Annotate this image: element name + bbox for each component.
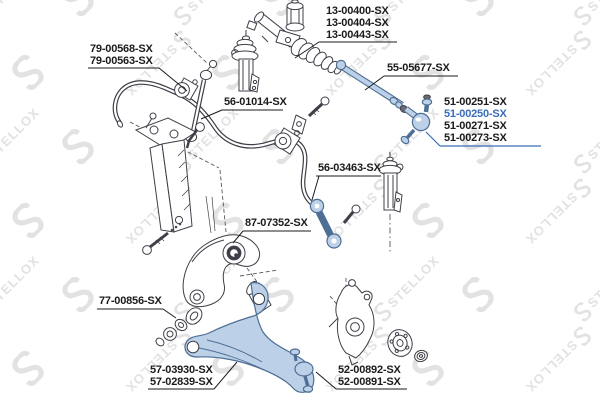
wheel-hub-drawing	[387, 329, 413, 357]
watermark: STELLOX	[322, 29, 393, 100]
label-group-stab-link-left: 56-01014-SX	[224, 96, 287, 108]
watermark: STELLOX	[172, 0, 243, 27]
hub-cap-drawing	[414, 349, 428, 363]
subframe-bolt-drawing	[142, 222, 182, 255]
watermark	[408, 52, 448, 92]
part-number-label[interactable]: 13-00400-SX	[326, 5, 389, 17]
clamp-bolt-drawing	[291, 96, 330, 135]
watermark	[8, 348, 48, 388]
part-number-label[interactable]: 13-00443-SX	[326, 29, 389, 41]
subframe-bracket-drawing	[134, 112, 205, 233]
part-number-label[interactable]: 57-02839-SX	[150, 376, 213, 388]
label-group-control-arm: 57-03930-SX 57-02839-SX	[150, 364, 213, 388]
watermark	[408, 200, 448, 240]
strut-right-drawing	[378, 152, 404, 213]
watermark	[208, 200, 248, 240]
watermark	[258, 274, 298, 314]
label-group-tie-rod-end: 51-00251-SX 51-00250-SX 51-00271-SX 51-0…	[444, 96, 507, 144]
knuckle-drawing	[328, 279, 375, 366]
part-number-label-highlighted[interactable]: 51-00250-SX	[444, 108, 507, 120]
part-number-label[interactable]: 51-00251-SX	[444, 96, 507, 108]
watermark: STELLOX	[572, 251, 600, 322]
arm-bushing-parts-drawing	[155, 307, 203, 347]
sway-bar-bushing-right-drawing	[273, 127, 301, 155]
watermark	[8, 52, 48, 92]
label-group-inner-tie-rod: 55-05677-SX	[387, 62, 450, 74]
watermark	[58, 0, 98, 19]
watermark: STELLOX	[372, 251, 443, 322]
label-group-ball-joint: 52-00892-SX 52-00891-SX	[338, 364, 401, 388]
tie-rod-end-drawing	[400, 94, 433, 145]
strut-left-drawing	[231, 30, 260, 93]
watermark: STELLOX	[522, 325, 593, 396]
label-group-steering-boots: 13-00400-SX 13-00404-SX 13-00443-SX	[326, 5, 389, 41]
watermark	[58, 126, 98, 166]
watermark	[58, 274, 98, 314]
part-number-label[interactable]: 55-05677-SX	[387, 62, 450, 74]
part-number-label[interactable]: 56-01014-SX	[224, 96, 287, 108]
stab-link-right-drawing	[309, 198, 361, 249]
sway-bar-drawing	[112, 80, 318, 209]
part-number-label[interactable]: 57-03930-SX	[150, 364, 213, 376]
part-number-label[interactable]: 87-07352-SX	[245, 217, 308, 229]
watermark: STELLOX	[572, 0, 600, 27]
watermark: STELLOX	[372, 0, 443, 27]
leader-lines	[88, 41, 541, 390]
watermark	[458, 274, 498, 314]
watermark	[208, 52, 248, 92]
watermark: STELLOX	[522, 29, 593, 100]
part-number-label[interactable]: 52-00892-SX	[338, 364, 401, 376]
part-number-label[interactable]: 56-03463-SX	[318, 162, 381, 174]
mount-bracket-drawing	[182, 234, 261, 308]
part-number-label[interactable]: 77-00856-SX	[99, 295, 162, 307]
ball-joint-drawing	[289, 348, 314, 393]
part-number-label[interactable]: 13-00404-SX	[326, 17, 389, 29]
label-group-sway-bar-bushing: 79-00568-SX 79-00563-SX	[90, 43, 153, 67]
part-number-label[interactable]: 51-00271-SX	[444, 120, 507, 132]
part-number-label[interactable]: 52-00891-SX	[338, 376, 401, 388]
watermark: STELLOX	[572, 103, 600, 174]
part-number-label[interactable]: 79-00568-SX	[90, 43, 153, 55]
watermark	[8, 200, 48, 240]
watermark: STELLOX	[522, 177, 593, 248]
label-group-mount-bushing: 87-07352-SX	[245, 217, 308, 229]
watermark	[458, 0, 498, 19]
part-number-label[interactable]: 79-00563-SX	[90, 55, 153, 67]
bellows-boot-drawing	[290, 38, 343, 75]
part-number-label[interactable]: 51-00273-SX	[444, 132, 507, 144]
label-group-stab-link-right: 56-03463-SX	[318, 162, 381, 174]
label-group-arm-bushing: 77-00856-SX	[99, 295, 162, 307]
sway-bar-bushing-left-drawing	[174, 77, 199, 101]
